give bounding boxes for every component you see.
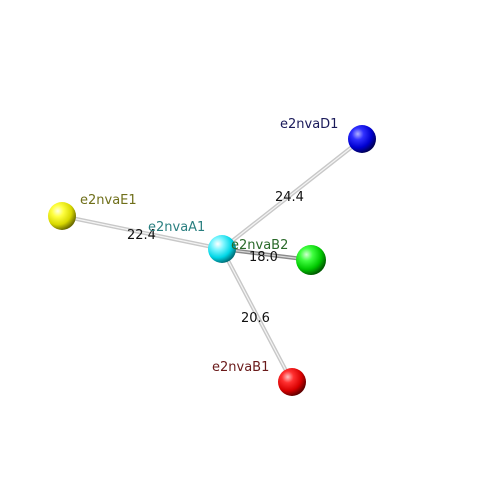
distance-label-b1: 20.6 (241, 311, 270, 326)
node-label-b1: e2nvaB1 (212, 360, 269, 375)
node-sphere-b2[interactable] (296, 245, 326, 275)
edges (60, 137, 364, 384)
distance-label-b2: 18.0 (249, 250, 278, 265)
node-label-e1: e2nvaE1 (80, 193, 137, 208)
node-sphere-e1[interactable] (48, 202, 76, 230)
distance-label-d1: 24.4 (275, 190, 304, 205)
node-sphere-b1[interactable] (278, 368, 306, 396)
node-sphere-center[interactable] (208, 235, 236, 263)
distance-label-e1: 22.4 (127, 228, 156, 243)
node-label-center: e2nvaA1 (148, 220, 205, 235)
node-label-b2: e2nvaB2 (231, 238, 288, 253)
node-label-d1: e2nvaD1 (280, 117, 338, 132)
node-sphere-d1[interactable] (348, 125, 376, 153)
